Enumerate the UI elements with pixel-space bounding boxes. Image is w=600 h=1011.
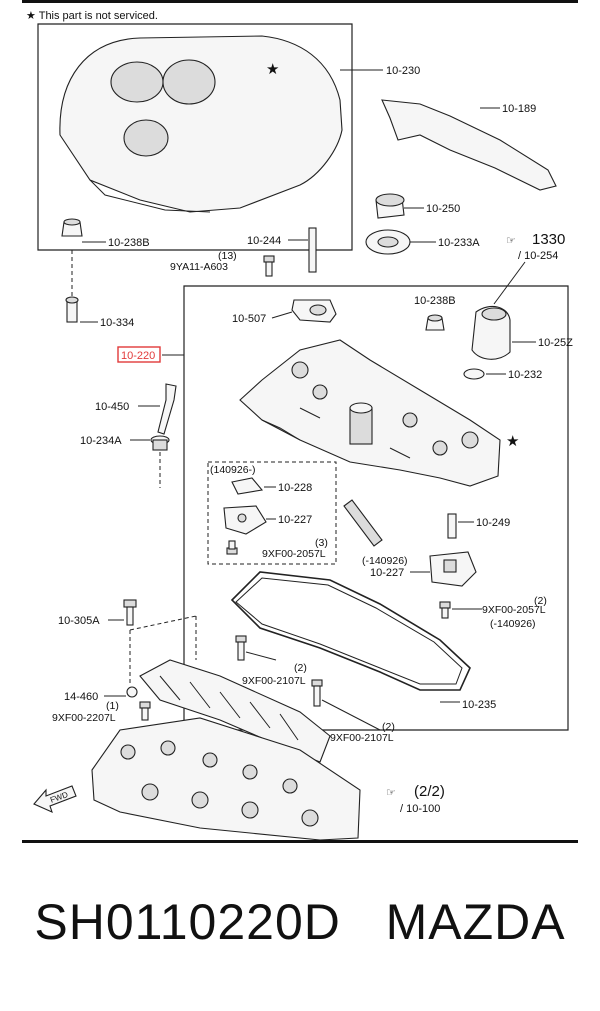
callout-10-227-b[interactable]: 10-227 (370, 567, 404, 579)
not-serviced-star-icon-2: ★ (506, 433, 519, 450)
callout-10-450[interactable]: 10-450 (95, 401, 129, 413)
callout-qty2-c: (2) (382, 721, 395, 733)
oil-cap-10-250[interactable] (375, 193, 405, 219)
stud-10-244[interactable] (308, 227, 317, 273)
dipstick-10-450[interactable] (157, 383, 177, 435)
bolt-9xf00-2057l-b[interactable] (439, 601, 451, 619)
callout-qty2-b: (2) (294, 662, 307, 674)
callout-qty1: (1) (106, 700, 119, 712)
bracket-10-228[interactable] (231, 477, 264, 495)
callout-10-238b-a[interactable]: 10-238B (108, 237, 150, 249)
callout-10-249[interactable]: 10-249 (476, 517, 510, 529)
callout-10-507[interactable]: 10-507 (232, 313, 266, 325)
bottom-rule (22, 840, 578, 843)
bolt-9xf00-2107l-b[interactable] (311, 679, 323, 707)
callout-10-233a[interactable]: 10-233A (438, 237, 480, 249)
not-serviced-star-icon: ★ (266, 61, 279, 78)
callout-9xf00-2207l[interactable]: 9XF00-2207L (52, 712, 116, 724)
callout-10-250[interactable]: 10-250 (426, 203, 460, 215)
part-number: SH0110220D (34, 894, 341, 950)
callout-140926-a: (140926-) (210, 464, 256, 476)
callout-9xf00-2057l-b[interactable]: 9XF00-2057L (482, 604, 546, 616)
note-text: ★ This part is not serviced. (26, 10, 158, 22)
seal-14-460[interactable] (126, 686, 138, 698)
bolt-10-305a[interactable] (123, 599, 137, 626)
bolt-9xf00-2057l-a[interactable] (226, 540, 238, 555)
ref-1330[interactable]: 1330 (532, 231, 565, 248)
bolt-9ya11-a603[interactable] (263, 255, 275, 277)
grommet-10-238b[interactable] (61, 218, 83, 237)
ref-arrow-icon: ☞ (506, 235, 516, 247)
bolt-9xf00-2207l[interactable] (139, 701, 151, 721)
callout-10-232[interactable]: 10-232 (508, 369, 542, 381)
subgroup-frame (207, 461, 337, 565)
callout-10-228[interactable]: 10-228 (278, 482, 312, 494)
insulator-strip (343, 499, 383, 547)
callout-10-244[interactable]: 10-244 (247, 235, 281, 247)
gasket-10-235[interactable] (230, 571, 471, 691)
top-rule (22, 0, 578, 3)
ref-10-100[interactable]: / 10-100 (400, 803, 440, 815)
callout-9xf00-2107l-b[interactable]: 9XF00-2107L (330, 732, 394, 744)
callout-10-238b-b[interactable]: 10-238B (414, 295, 456, 307)
callout-10-227-a[interactable]: 10-227 (278, 514, 312, 526)
callout-qty2-a: (2) (534, 595, 547, 607)
seal-10-234a[interactable] (150, 435, 170, 451)
callout-9xf00-2107l-a[interactable]: 9XF00-2107L (242, 675, 306, 687)
pin-10-334[interactable] (65, 296, 79, 323)
valve-cover-frame (183, 285, 569, 731)
grommet-10-238b-b[interactable] (425, 314, 445, 331)
callout-10-334[interactable]: 10-334 (100, 317, 134, 329)
gasket-10-232[interactable] (463, 368, 485, 380)
callout-10-189[interactable]: 10-189 (502, 103, 536, 115)
callout-140926-c: (-140926) (490, 618, 536, 630)
callout-14-460[interactable]: 14-460 (64, 691, 98, 703)
callout-10-235[interactable]: 10-235 (462, 699, 496, 711)
stud-10-249[interactable] (447, 513, 457, 539)
callout-10-230[interactable]: 10-230 (386, 65, 420, 77)
ref-arrow-icon-2: ☞ (386, 787, 396, 799)
pcv-valve-10-25z[interactable] (471, 305, 511, 360)
highlight-box (117, 346, 161, 363)
callout-9ya11-a603[interactable]: 9YA11-A603 (170, 261, 228, 273)
callout-10-220[interactable]: 10-220 (121, 350, 155, 362)
callout-qty3: (3) (315, 537, 328, 549)
callout-10-305a[interactable]: 10-305A (58, 615, 100, 627)
heat-shield-10-189[interactable] (381, 99, 557, 191)
callout-9ya11-qty: (13) (218, 250, 237, 262)
engine-cover[interactable]: ★ (59, 35, 343, 213)
valve-cover-10-220[interactable]: ★ (239, 339, 519, 487)
cylinder-head[interactable] (91, 717, 361, 841)
gasket-10-507[interactable] (291, 299, 337, 323)
bracket-10-227-a[interactable] (223, 505, 267, 535)
bracket-10-227-b[interactable] (429, 551, 477, 587)
cover-frame (37, 23, 353, 251)
callout-10-234a[interactable]: 10-234A (80, 435, 122, 447)
ref-10-254[interactable]: / 10-254 (518, 250, 558, 262)
forward-arrow-icon: FWD (33, 785, 77, 814)
ref-2-2[interactable]: (2/2) (414, 783, 445, 800)
seal-10-233a[interactable] (365, 229, 411, 255)
callout-9xf00-2057l-a[interactable]: 9XF00-2057L (262, 548, 326, 560)
camshaft-cap[interactable] (139, 659, 331, 763)
callout-140926-b: (-140926) (362, 555, 408, 567)
part-caption: SH0110220D MAZDA (0, 893, 600, 973)
brand-name: MAZDA (385, 894, 566, 950)
bolt-9xf00-2107l-a[interactable] (235, 635, 247, 661)
callout-10-25z[interactable]: 10-25Z (538, 337, 573, 349)
